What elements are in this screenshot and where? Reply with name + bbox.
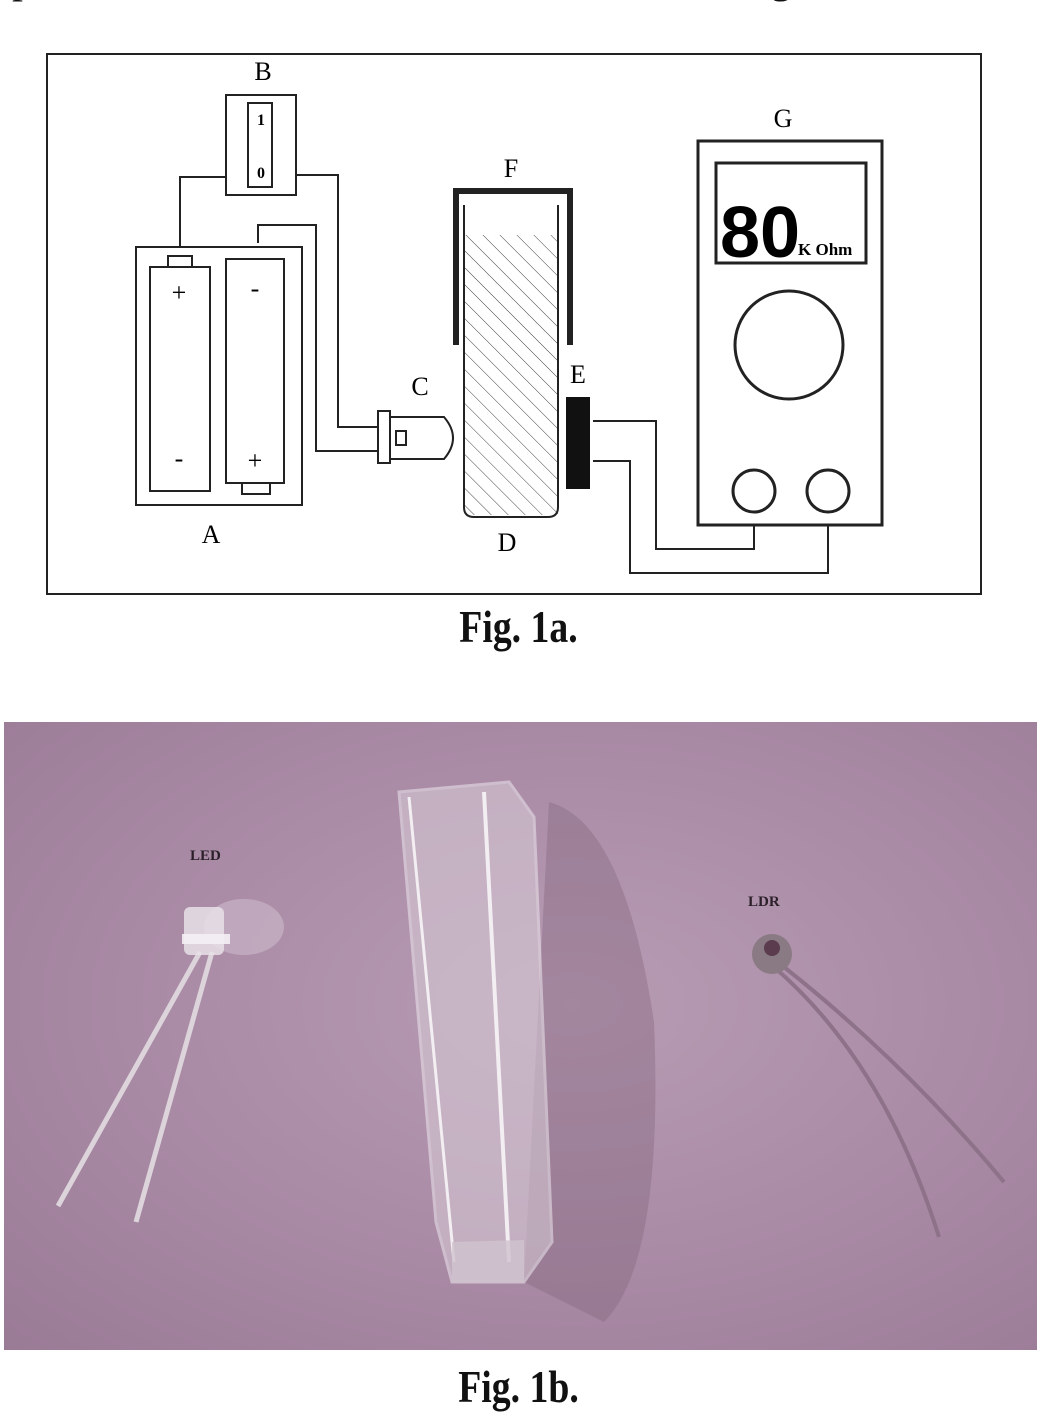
photo-svg (55, 780, 1006, 1322)
ldr (566, 397, 590, 489)
photo-led-cuvette-ldr: LED LDR (4, 722, 1037, 1350)
label-a: A (202, 520, 221, 549)
label-e: E (570, 360, 586, 389)
battery-right-minus: - (251, 274, 260, 303)
ldr-photo (752, 934, 1006, 1238)
cuvette (463, 205, 559, 518)
label-f: F (504, 154, 518, 183)
photo-label-led: LED (190, 848, 221, 864)
cropped-text-left: p (12, 0, 34, 18)
circuit-diagram-svg: + - - + A 1 0 B C F D E (135, 57, 884, 574)
led-photo (55, 899, 284, 1223)
battery-left (149, 266, 211, 492)
cropped-text-right: g (770, 0, 792, 18)
wire-ldr-to-meter-left (593, 420, 755, 550)
battery-left-plus: + (172, 278, 187, 307)
cuvette-photo (397, 780, 656, 1322)
label-d: D (498, 528, 517, 557)
label-g: G (774, 104, 793, 133)
caption-fig-1a: Fig. 1a. (459, 601, 578, 652)
caption-fig-1b: Fig. 1b. (458, 1361, 579, 1412)
led (377, 410, 454, 464)
wires (179, 174, 829, 574)
meter-unit: K Ohm (798, 240, 852, 259)
multimeter (696, 139, 884, 527)
wire-battery-to-led (257, 224, 382, 452)
wire-switch-to-led (296, 174, 382, 428)
circuit-diagram: + - - + A 1 0 B C F D E (46, 53, 982, 595)
battery-right (225, 258, 285, 484)
battery-left-terminal (167, 255, 193, 268)
wire-battery-to-switch (179, 176, 226, 247)
battery-left-minus: - (175, 444, 184, 473)
cropped-text-line: p g (0, 0, 1037, 18)
cuvette-holder (453, 188, 573, 345)
switch (225, 94, 297, 196)
battery-holder (135, 246, 303, 506)
switch-off-label: 0 (257, 165, 265, 182)
meter-reading: 80 (720, 193, 800, 273)
battery-right-plus: + (248, 446, 263, 475)
wire-ldr-to-meter-right (593, 460, 829, 574)
switch-on-label: 1 (257, 112, 265, 129)
label-c: C (411, 372, 428, 401)
photo-label-ldr: LDR (748, 894, 780, 910)
label-b: B (254, 57, 271, 86)
battery-right-terminal (241, 482, 271, 495)
